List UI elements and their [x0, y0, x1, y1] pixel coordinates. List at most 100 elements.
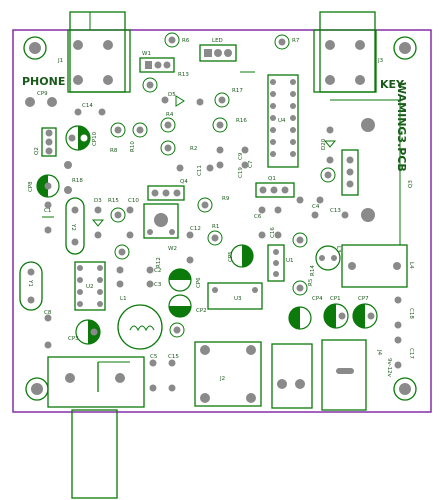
c11-label: C11 [197, 165, 203, 176]
r16-label: R16 [236, 118, 247, 124]
c14-capacitor: C14 [74, 103, 106, 116]
r6-label: R6 [182, 38, 190, 44]
r9-label: R9 [222, 196, 230, 202]
l1-inductor: L1 [117, 296, 163, 350]
u1-regulator: U1 [267, 244, 294, 282]
mounting-holes [23, 36, 417, 401]
w2-trimmer: W2 [143, 203, 179, 252]
r10-label: R10 [130, 141, 136, 152]
r1-label: R1 [212, 224, 219, 230]
c6-capacitor: C6 [254, 206, 266, 239]
supply-label: 9v-12v [386, 358, 392, 378]
r14-label: R14 [310, 265, 316, 276]
l4-inductor: L4 [341, 244, 414, 288]
led-header: LED [199, 38, 237, 62]
r8-label: R8 [110, 148, 118, 154]
j1-label: J1 [57, 58, 63, 64]
pad-near-q3 [361, 118, 375, 132]
c7-label: C7 [248, 160, 254, 168]
c13-label: C13 [330, 208, 341, 214]
misc-traces [89, 12, 401, 363]
board-title: WAMING3.PCB [395, 82, 408, 172]
r12-resistor: R12 [114, 244, 162, 268]
d5-diode: D5 [161, 92, 204, 107]
w1-label: W1 [142, 51, 151, 57]
r2-label: R2 [190, 146, 197, 152]
cp8-label: CP8 [28, 181, 34, 192]
c17-capacitor: C17 [394, 336, 414, 369]
c4-label: C4 [312, 204, 320, 210]
u2-ic: U2 [74, 261, 106, 311]
j3-key-jack: J3 [313, 11, 384, 93]
q4-transistor: Q4 [147, 179, 188, 201]
cp5-capacitor: CP5 [228, 244, 254, 268]
c9-capacitor: C9 [216, 146, 249, 160]
c12-capacitor: C12 [186, 226, 201, 264]
r9-resistor: R9 [197, 196, 230, 213]
d3-diode: D3 [91, 198, 105, 239]
aux-connector [271, 343, 313, 409]
r16-resistor: R16 [212, 117, 247, 133]
d20-diode: D20 [321, 126, 337, 164]
cp2-capacitor: CP2 [168, 294, 207, 318]
u2-label: U2 [86, 284, 94, 290]
j2-label: J2 [219, 376, 225, 382]
c1-capacitor: C1 [42, 201, 54, 234]
c14-label: C14 [82, 103, 93, 109]
bottom-connector [47, 356, 145, 499]
cp7-capacitor: CP7 [352, 296, 378, 329]
d5-label: D5 [168, 92, 176, 98]
c6-label: C6 [254, 214, 262, 220]
r15-label: R15 [108, 198, 119, 204]
c11-capacitor: C11 [176, 164, 214, 176]
c16-label: C16 [270, 227, 276, 238]
c8-label: C8 [44, 310, 52, 316]
r8-resistor: R8 [110, 122, 126, 154]
u3-ic: U3 [207, 282, 263, 310]
cp1-capacitor: CP1 [323, 296, 349, 329]
r13-resistor: R13 [142, 72, 189, 93]
c7-capacitor: C7 [216, 160, 254, 169]
cp5-label: CP5 [228, 251, 234, 262]
r5-label: R5 [308, 278, 314, 286]
cp4-label: CP4 [312, 296, 323, 302]
j4-power-jack: J4 9v-12v [321, 339, 392, 411]
c13-capacitor: C13 [311, 208, 349, 219]
c10-label: C10 [128, 198, 139, 204]
y2-label: Y2 [70, 223, 76, 231]
u4-ic: U4 [267, 74, 299, 168]
l3-inductor: L3 [315, 245, 341, 271]
q1-transistor: Q1 [255, 176, 295, 198]
r3-resistor [169, 322, 185, 338]
l4-label: L4 [408, 262, 414, 269]
c1-label: C1 [44, 208, 51, 214]
r14-resistor: R14 [292, 232, 316, 276]
r4-resistor: R4 [160, 112, 176, 133]
cp8-capacitor: CP8 [28, 174, 60, 198]
q4-label: Q4 [180, 179, 188, 185]
r7-label: R7 [292, 38, 300, 44]
y2-crystal: Y2 [65, 197, 85, 255]
r1-resistor: R1 [207, 224, 223, 246]
c10-capacitor: C10 [126, 198, 139, 239]
c4-capacitor: C4 [296, 196, 324, 210]
cp1-label: CP1 [330, 296, 341, 302]
pad-near-l4 [361, 208, 375, 222]
y1-label: Y1 [27, 279, 33, 287]
cp3-label: CP3 [68, 336, 79, 342]
l3-label: L3 [335, 246, 341, 253]
c5-capacitor: C5 [149, 354, 158, 392]
r13-label: R13 [178, 72, 189, 78]
q2-transistor: Q2 [34, 127, 57, 157]
cp9-label: CP9 [37, 91, 48, 97]
cp2-label: CP2 [196, 308, 207, 314]
c17-label: C17 [408, 348, 414, 359]
c2-label: C2 [154, 268, 161, 274]
cp6-label: CP6 [196, 277, 202, 288]
c9-label: C9 [238, 152, 244, 160]
r4-label: R4 [166, 112, 174, 118]
cp10-capacitor: CP10 [65, 125, 98, 151]
c16-capacitor: C16 [270, 206, 282, 239]
c15-capacitor: C15 [168, 354, 179, 392]
